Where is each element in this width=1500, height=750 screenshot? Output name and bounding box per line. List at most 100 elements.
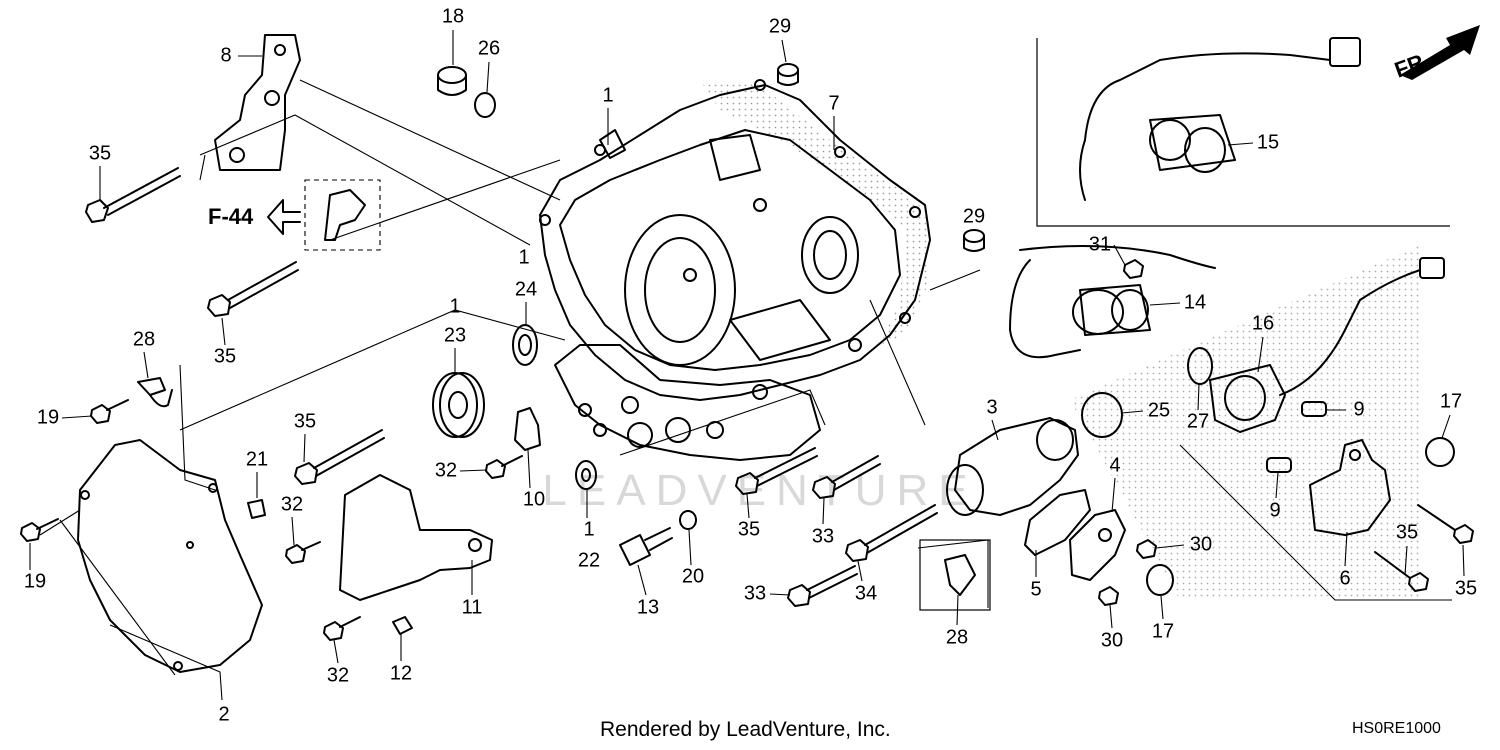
callout-35-center: 35 (738, 518, 760, 540)
bracket-11 (339, 474, 493, 601)
callout-31: 31 (1089, 233, 1111, 255)
callout-24: 24 (515, 278, 537, 300)
callout-35-right-a: 35 (1396, 521, 1418, 543)
stipple-region-right (1070, 245, 1420, 600)
callout-32-mid: 32 (435, 459, 457, 481)
bolt-19-upper (90, 399, 129, 424)
bolt-33-lower (787, 565, 858, 607)
clamp-detail (324, 189, 366, 241)
clamp-detail-box (304, 179, 381, 251)
plug-18 (437, 66, 467, 96)
callout-7: 7 (828, 92, 839, 114)
callout-18: 18 (442, 5, 464, 27)
callout-28-right: 28 (946, 626, 968, 648)
callout-15: 15 (1257, 131, 1279, 153)
collar-9-upper (1301, 401, 1327, 417)
clip-12 (392, 616, 413, 635)
bolt-35-center (735, 447, 818, 495)
clip-28-right (944, 554, 976, 596)
callout-12: 12 (390, 662, 412, 684)
callout-33-lower: 33 (744, 582, 766, 604)
callout-33-upper: 33 (812, 525, 834, 547)
callout-1-lower: 1 (583, 518, 594, 540)
footer-credit: Rendered by LeadVenture, Inc. (600, 718, 891, 741)
switch-15-harness (1079, 37, 1361, 201)
sensor-13 (619, 527, 673, 566)
callout-27: 27 (1187, 410, 1209, 432)
callout-21: 21 (246, 448, 268, 470)
bolt-32-lowest (323, 616, 361, 641)
callouts: 8 35 18 26 29 1 7 29 1 24 1 23 35 28 19 … (24, 5, 1477, 725)
grommet-17-right (1425, 437, 1455, 467)
bolt-35-mid (207, 261, 299, 317)
callout-16: 16 (1252, 312, 1274, 334)
callout-32-left: 32 (281, 493, 303, 515)
callout-8: 8 (220, 44, 231, 66)
rear-crankcase-cover (539, 79, 931, 461)
dowel-29-upper (777, 63, 799, 86)
bolt-30-right (1136, 539, 1157, 559)
callout-25: 25 (1148, 399, 1170, 421)
callout-3: 3 (986, 396, 997, 418)
bolt-31 (1123, 259, 1144, 279)
grommet-17-lower (1146, 564, 1174, 596)
callout-6: 6 (1339, 567, 1350, 589)
callout-11: 11 (462, 596, 483, 618)
clip-28-left (137, 377, 173, 408)
callout-35-right-b: 35 (1455, 577, 1477, 599)
callout-28-left: 28 (133, 328, 155, 350)
callout-32-lowest: 32 (327, 664, 349, 686)
front-direction-arrow: FR. (1391, 25, 1480, 83)
thermostat-housing-3 (946, 417, 1079, 516)
callout-35-lower-left: 35 (294, 410, 316, 432)
callout-35-upper: 35 (89, 142, 111, 164)
callout-17-lower: 17 (1152, 620, 1174, 642)
bolt-30-lower (1098, 586, 1119, 606)
callout-2: 2 (218, 703, 229, 725)
callout-17-right: 17 (1440, 390, 1462, 412)
callout-30-lower: 30 (1101, 629, 1123, 651)
callout-23: 23 (444, 324, 466, 346)
callout-1-left: 1 (449, 295, 460, 317)
oil-seal-24 (512, 324, 538, 366)
bolt-19-lower (20, 518, 59, 542)
bearing-23 (432, 372, 485, 438)
collar-9-lower (1266, 457, 1292, 473)
bolt-32-mid (485, 455, 523, 479)
bolt-35-right-a (1417, 504, 1474, 544)
dowel-29-right (963, 229, 985, 252)
bolt-33-upper (812, 455, 881, 499)
bolt-35-right-b (1374, 551, 1429, 592)
bracket-4 (1069, 509, 1126, 581)
bolt-35-lower-left (294, 429, 385, 485)
bracket-8 (214, 34, 301, 171)
watermark: LEADVENTURE (542, 466, 977, 515)
bolt-34 (845, 504, 938, 562)
callout-5: 5 (1030, 578, 1041, 600)
callout-19-upper: 19 (37, 406, 59, 428)
f44-arrow (267, 199, 301, 235)
washer-20 (679, 510, 697, 530)
callout-22: 22 (578, 549, 600, 571)
callout-20: 20 (682, 565, 704, 587)
svg-text:FR.: FR. (1391, 47, 1433, 83)
left-cover-2 (77, 439, 263, 673)
o-ring-27 (1187, 347, 1213, 385)
callout-35-mid: 35 (214, 345, 236, 367)
bolt-21 (247, 499, 266, 519)
bracket-6 (1309, 439, 1391, 536)
bearing-22 (575, 460, 597, 490)
switch-14 (1009, 245, 1216, 359)
inset-frame (1036, 38, 1450, 227)
callout-30-right: 30 (1190, 533, 1212, 555)
callout-9-lower: 9 (1269, 499, 1280, 521)
callout-26: 26 (478, 37, 500, 59)
clamp-10 (514, 407, 541, 451)
diagram-code: HS0RE1000 (1352, 720, 1441, 737)
sensor-16 (1209, 257, 1445, 433)
callout-4: 4 (1109, 454, 1120, 476)
ref-f44-label: F-44 (208, 204, 254, 229)
callout-29-upper: 29 (769, 15, 791, 37)
callout-19-lower: 19 (24, 570, 46, 592)
